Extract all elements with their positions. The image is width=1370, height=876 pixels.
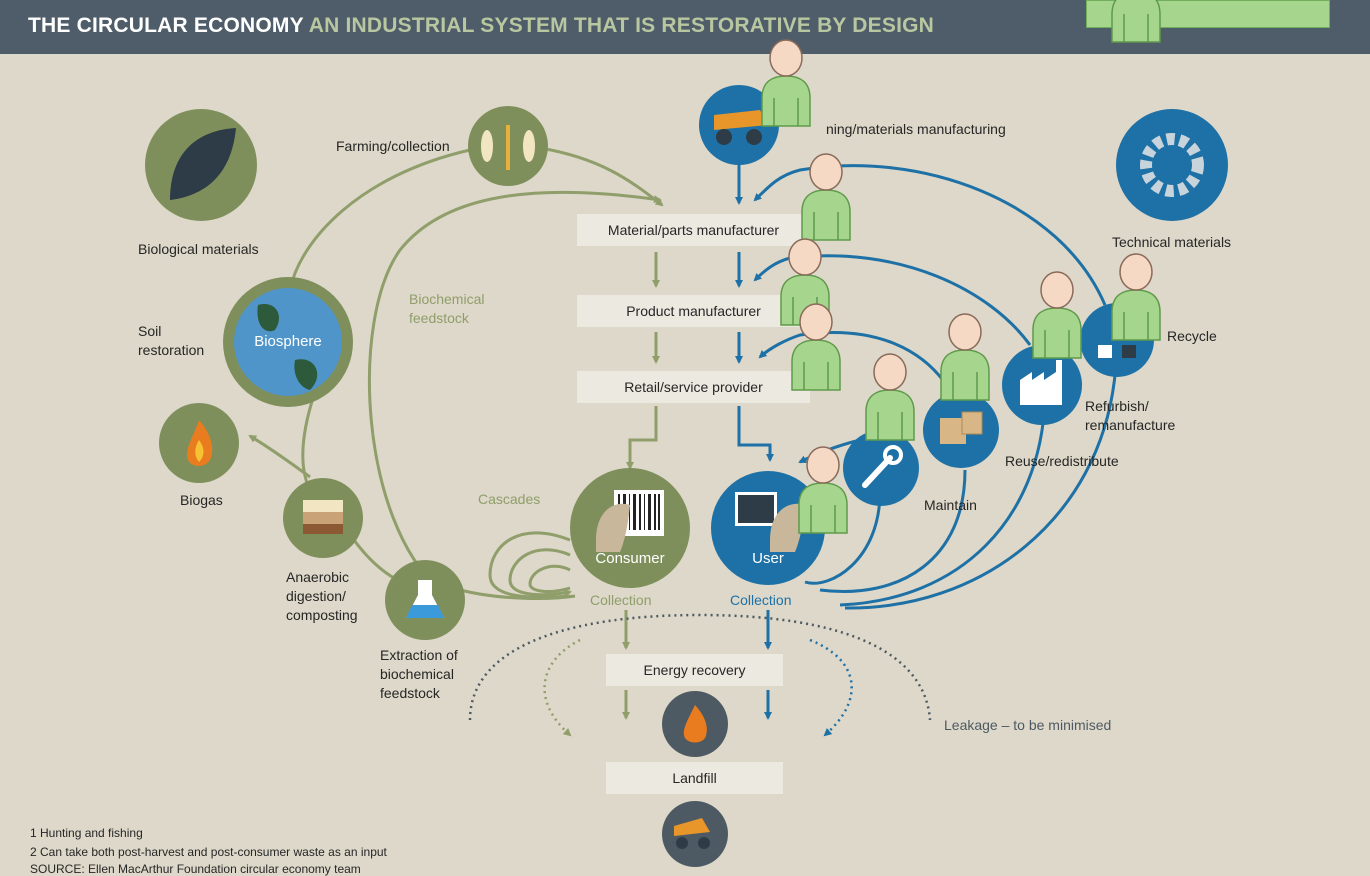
extraction-label: Extraction of biochemical feedstock [380, 647, 458, 701]
wrench-icon [843, 430, 919, 506]
landfill-box: Landfill [606, 762, 783, 794]
collection-tech-label: Collection [730, 592, 792, 608]
title-subtitle: AN INDUSTRIAL SYSTEM THAT IS RESTORATIVE… [308, 14, 935, 37]
material-parts-box: Material/parts manufacturer [577, 214, 810, 246]
grain-fish-icon [468, 106, 548, 186]
factory-icon [1002, 345, 1082, 425]
leaf-icon [145, 109, 257, 221]
leakage-label: Leakage – to be minimised [944, 717, 1112, 733]
title-bold: THE CIRCULAR ECONOMY [28, 14, 304, 37]
biological-materials-label: Biological materials [138, 241, 259, 257]
flame-icon [159, 403, 239, 483]
page-title: THE CIRCULAR ECONOMY AN INDUSTRIAL SYSTE… [28, 14, 934, 38]
person-icon [798, 446, 848, 534]
globe-icon [223, 277, 353, 407]
farming-label: Farming/collection [336, 138, 450, 154]
footnote-1: 1 Hunting and fishing [30, 826, 143, 840]
flask-icon [385, 560, 465, 640]
person-icon [865, 353, 915, 441]
maintain-label: Maintain [924, 497, 977, 513]
person-icon [801, 153, 851, 241]
person-icon [791, 303, 841, 391]
reuse-label: Reuse/redistribute [1005, 453, 1119, 469]
person-icon [1111, 0, 1161, 43]
footnote-2: 2 Can take both post-harvest and post-co… [30, 845, 387, 859]
soil-icon [283, 478, 363, 558]
tech-loop-arcs [753, 164, 1117, 610]
person-icon [1111, 253, 1161, 341]
anaerobic-label: Anaerobic digestion/ composting [286, 569, 358, 623]
biogas-label: Biogas [180, 492, 223, 508]
flame-icon-bottom [662, 691, 728, 757]
person-icon [940, 313, 990, 401]
biosphere-label: Biosphere [254, 333, 322, 350]
person-icon [1032, 271, 1082, 359]
consumer-label: Consumer [595, 550, 665, 567]
refurbish-label: Refurbish/ remanufacture [1085, 398, 1176, 433]
dump-truck-icon [662, 801, 728, 867]
recycle-label: Recycle [1167, 328, 1217, 344]
biochemical-feedstock-label: Biochemical feedstock [409, 291, 485, 326]
footnote-source: SOURCE: Ellen MacArthur Foundation circu… [30, 862, 361, 876]
technical-materials-label: Technical materials [1112, 234, 1232, 250]
collection-bio-label: Collection [590, 592, 652, 608]
energy-recovery-box: Energy recovery [606, 654, 783, 686]
retail-box: Retail/service provider [577, 371, 810, 403]
mining-label: ning/materials manufacturing [826, 121, 1006, 137]
user-label: User [752, 550, 784, 567]
gear-icon [1116, 109, 1228, 221]
cascades-label: Cascades [478, 491, 541, 507]
mining-truck-icon [699, 85, 779, 165]
leakage-arcs [468, 613, 932, 737]
person-icon [761, 39, 811, 127]
soil-restoration-label: Soil restoration [138, 323, 205, 358]
flow-arrows [622, 160, 774, 720]
boxes-icon [923, 392, 999, 468]
barcode-icon [570, 468, 690, 588]
product-manufacturer-box: Product manufacturer [577, 295, 810, 327]
computer-icon [711, 471, 825, 585]
